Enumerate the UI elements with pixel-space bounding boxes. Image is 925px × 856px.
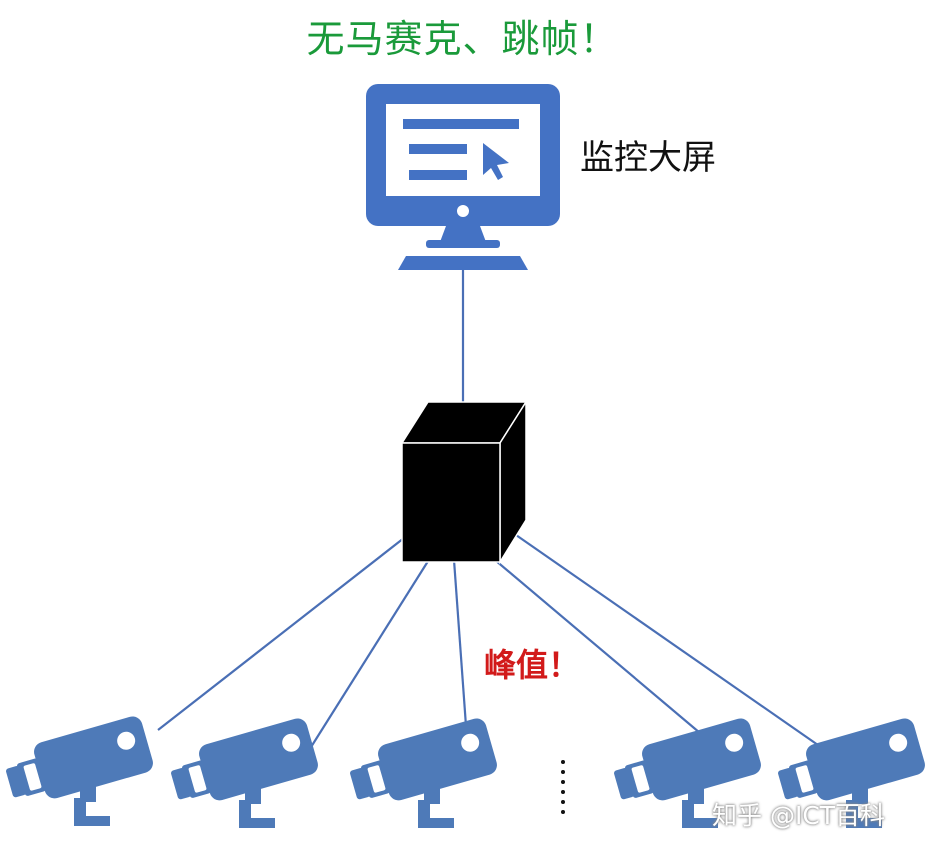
diagram-title: 无马赛克、跳帧！ — [306, 17, 619, 61]
link-camera-3 — [452, 559, 468, 727]
monitor-label: 监控大屏 — [580, 138, 716, 178]
watermark: 知乎 @ICT百科 — [712, 801, 886, 830]
link-camera-1 — [157, 537, 405, 731]
link-camera-4 — [494, 559, 701, 734]
link-camera-2 — [305, 557, 431, 756]
switch-box-icon — [400, 399, 528, 565]
camera-icon — [165, 716, 321, 828]
camera-icon — [344, 716, 500, 828]
connection-lines — [157, 270, 829, 756]
peak-label: 峰值！ — [484, 646, 581, 684]
link-camera-5 — [515, 534, 829, 753]
ellipsis-dots — [561, 760, 565, 814]
camera-icon — [0, 714, 156, 826]
monitor-icon — [366, 84, 560, 270]
